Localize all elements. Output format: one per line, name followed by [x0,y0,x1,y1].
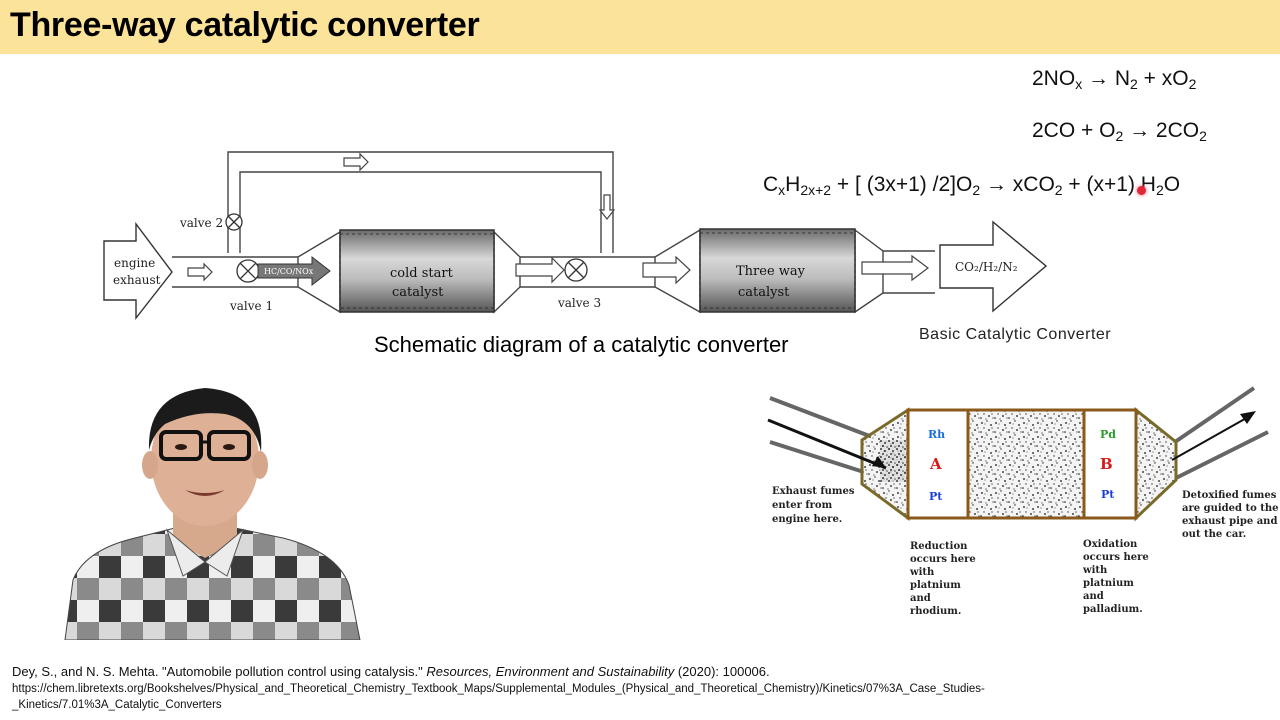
presenter-video [64,388,361,640]
svg-text:Pt: Pt [1101,488,1115,501]
laser-pointer-dot [1137,186,1146,195]
hc-co-nox-arrow [257,255,331,287]
svg-text:Pt: Pt [929,490,943,503]
three-way-catalyst [699,228,856,313]
svg-text:Oxidation: Oxidation [1083,539,1138,550]
svg-text:occurs here: occurs here [910,554,976,565]
three-way-label: Three way [736,264,806,279]
svg-text:Reduction: Reduction [910,541,968,552]
schematic-caption: Schematic diagram of a catalytic convert… [374,332,789,357]
svg-text:catalyst: catalyst [392,285,444,300]
valve-2-label: valve 2 [179,216,223,230]
output-label: CO₂/H₂/N₂ [955,260,1018,274]
svg-text:B: B [1100,455,1113,473]
svg-text:Rh: Rh [928,428,945,441]
svg-text:occurs here: occurs here [1083,552,1149,563]
output-arrow [939,220,1048,313]
cold-start-catalyst [339,229,495,313]
svg-text:A: A [929,455,942,473]
svg-text:rhodium.: rhodium. [910,606,961,617]
citation-url-line-2: _Kinetics/7.01%3A_Catalytic_Converters [12,699,222,711]
svg-text:engine here.: engine here. [772,514,842,525]
svg-text:HC/CO/NOx: HC/CO/NOx [264,267,314,276]
svg-text:palladium.: palladium. [1083,604,1143,615]
svg-text:Exhaust fumes: Exhaust fumes [772,486,855,497]
svg-text:platnium: platnium [910,580,961,591]
svg-text:Detoxified fumes: Detoxified fumes [1182,490,1277,501]
engine-label: engine [114,256,155,270]
svg-text:with: with [909,567,935,578]
citation-line-1: Dey, S., and N. S. Mehta. "Automobile po… [12,664,770,679]
svg-text:and: and [1083,591,1104,602]
equation-nox: 2NOx → N2 + xO2 [1032,67,1197,92]
basic-converter-caption: Basic Catalytic Converter [919,326,1112,343]
svg-text:with: with [1082,565,1108,576]
citation-url-line-1: https://chem.libretexts.org/Bookshelves/… [12,683,985,695]
svg-text:exhaust pipe and: exhaust pipe and [1182,516,1277,527]
svg-text:enter from: enter from [772,500,833,511]
chamber-a [906,408,970,520]
svg-text:platnium: platnium [1083,578,1134,589]
basic-converter-diagram: Rh A Pt Pd B Pt Exhaust fumes enter from… [767,386,1279,617]
svg-text:catalyst: catalyst [738,285,790,300]
valve-3-label: valve 3 [557,296,601,310]
valve-1-label: valve 1 [229,299,273,313]
equation-hydrocarbon: CxH2x+2 + [ (3x+1) /2]O2 → xCO2 + (x+1) … [763,173,1181,198]
engine-exhaust-arrow [103,221,173,321]
valve-3 [564,258,588,282]
schematic-diagram: HC/CO/NOx engine exhaust valve 2 valve 1… [103,151,1048,321]
chamber-b [1082,408,1138,520]
slide-title: Three-way catalytic converter [10,6,480,44]
equation-co: 2CO + O2 → 2CO2 [1032,119,1207,144]
cold-start-label: cold start [390,266,454,281]
title-bar: Three-way catalytic converter [0,0,1280,54]
svg-text:are guided to the: are guided to the [1182,503,1279,514]
svg-text:Pd: Pd [1100,428,1116,441]
svg-text:out the car.: out the car. [1182,529,1246,540]
svg-text:and: and [910,593,931,604]
middle-substrate [966,408,1086,520]
svg-text:exhaust: exhaust [113,273,161,287]
valve-1 [236,259,260,283]
valve-2 [225,213,243,231]
